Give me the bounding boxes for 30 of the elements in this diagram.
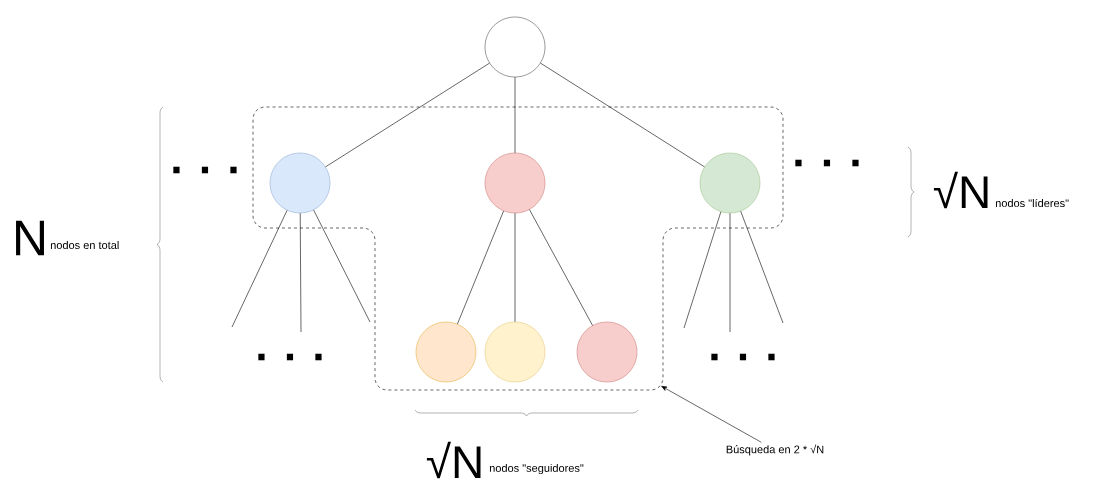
tree-line [325, 62, 490, 168]
circle-node [269, 152, 331, 214]
tree-line [729, 212, 731, 333]
circle-node [415, 321, 477, 383]
ellipsis-dots: . . . [711, 353, 775, 361]
caption-text: nodos "líderes" [995, 198, 1069, 208]
leader-line [661, 385, 762, 443]
caption-text: nodos "seguidores" [489, 463, 584, 475]
tree-line [231, 210, 288, 328]
count-symbol: N [16, 220, 44, 256]
tree-line [740, 210, 784, 324]
tree-line [540, 62, 705, 168]
tree-line [457, 210, 504, 325]
circle-node [699, 152, 761, 214]
tree-line [529, 209, 593, 326]
count-symbol: √N [933, 171, 988, 209]
tree-line [683, 211, 722, 329]
circle-node [484, 321, 546, 383]
caption-text: nodos en total [50, 240, 119, 250]
circle-node [484, 16, 546, 78]
tree-line [299, 212, 302, 333]
tree-line [313, 209, 371, 323]
tree-line [514, 212, 516, 323]
count-symbol: √N [426, 441, 481, 479]
circle-node [576, 321, 638, 383]
circle-node [484, 152, 546, 214]
ellipsis-dots: . . . [258, 353, 322, 361]
dashed-region [252, 106, 784, 391]
tree-line [514, 76, 516, 154]
note-text: Búsqueda en 2 * √N [726, 444, 824, 456]
